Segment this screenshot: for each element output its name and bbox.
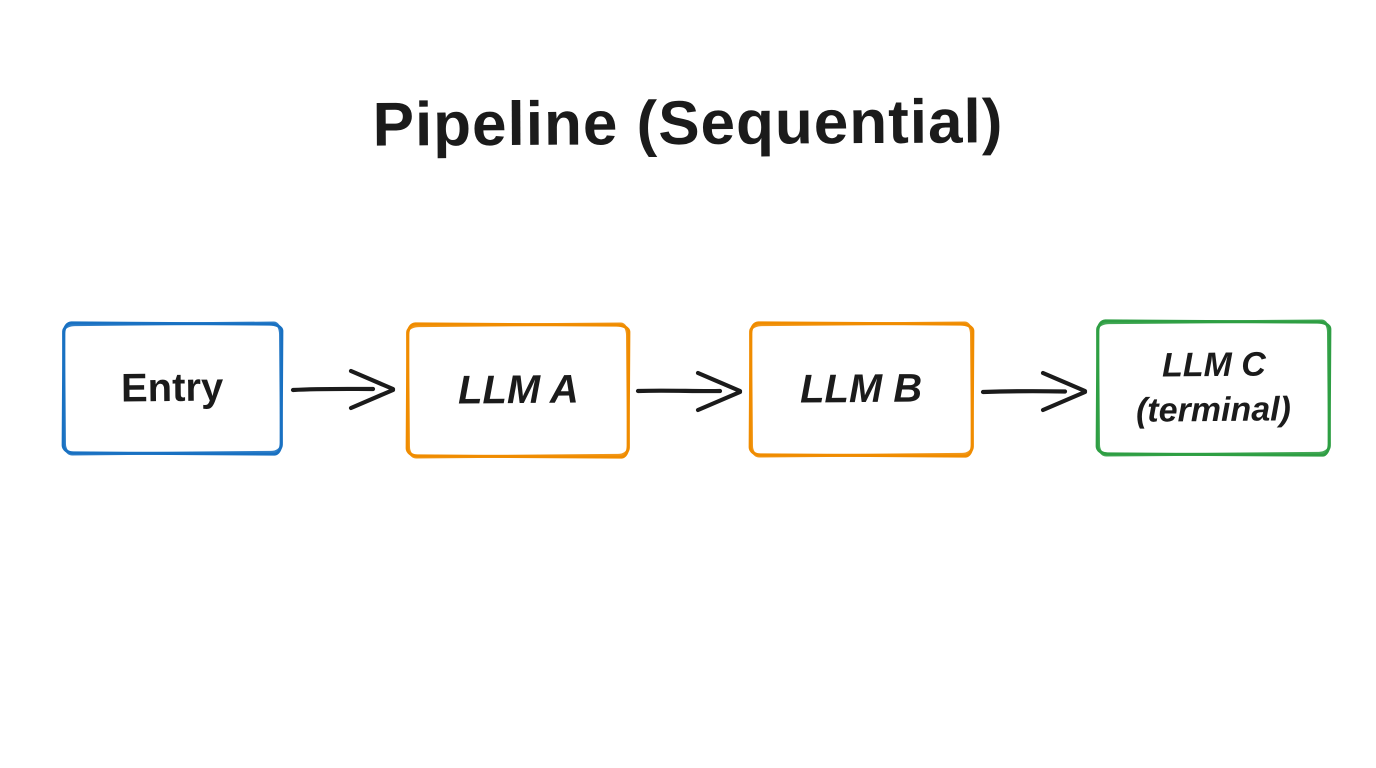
node-llm-b: LLM B xyxy=(749,322,974,457)
node-llm-a-label: LLM A xyxy=(457,367,579,413)
node-llm-c-sublabel: (terminal) xyxy=(1135,390,1292,430)
node-entry: Entry xyxy=(62,322,283,455)
node-llm-a: LLM A xyxy=(406,323,630,458)
node-entry-label: Entry xyxy=(121,365,224,411)
diagram-title: Pipeline (Sequential) xyxy=(372,87,1004,160)
node-llm-c: LLM C (terminal) xyxy=(1096,320,1331,456)
arrow-llm-b-to-llm-c xyxy=(980,370,1088,413)
arrow-llm-a-to-llm-b xyxy=(635,370,743,413)
arrow-entry-to-llm-a xyxy=(290,368,396,411)
node-llm-b-label: LLM B xyxy=(800,366,923,412)
node-llm-c-label: LLM C xyxy=(1161,345,1266,385)
